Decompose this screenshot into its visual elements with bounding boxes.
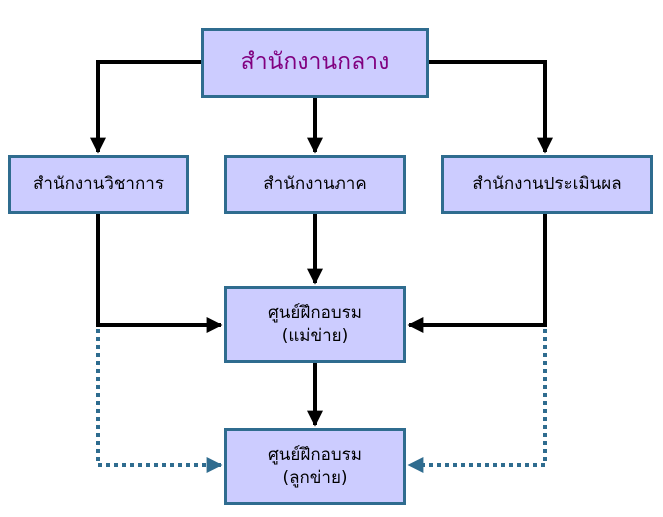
- dotted-arrow-academic-to-center-sub: [96, 329, 223, 473]
- training-center-sub-title: ศูนย์ฝึกอบรม: [268, 445, 362, 466]
- arrow-central-to-academic: [90, 60, 201, 154]
- arrow-academic-to-center-main: [96, 214, 223, 333]
- academic-office-box: สำนักงานวิชาการ: [8, 155, 189, 214]
- evaluation-office-box: สำนักงานประเมินผล: [441, 155, 653, 214]
- central-office-box: สำนักงานกลาง: [201, 28, 429, 98]
- arrow-central-to-evaluation: [429, 60, 553, 154]
- academic-office-label: สำนักงานวิชาการ: [33, 174, 164, 195]
- arrow-evaluation-to-center-main: [407, 214, 547, 333]
- regional-office-label: สำนักงานภาค: [263, 174, 367, 195]
- regional-office-box: สำนักงานภาค: [224, 155, 406, 214]
- training-center-main-title: ศูนย์ฝึกอบรม: [268, 303, 362, 324]
- training-center-main-subtitle: (แม่ข่าย): [281, 325, 349, 346]
- central-office-label: สำนักงานกลาง: [240, 49, 390, 76]
- training-center-sub-subtitle: (ลูกข่าย): [282, 467, 348, 488]
- training-center-main-box: ศูนย์ฝึกอบรม (แม่ข่าย): [224, 286, 406, 363]
- training-center-sub-box: ศูนย์ฝึกอบรม (ลูกข่าย): [224, 428, 406, 505]
- evaluation-office-label: สำนักงานประเมินผล: [472, 174, 622, 195]
- dotted-arrow-evaluation-to-center-sub: [407, 329, 547, 473]
